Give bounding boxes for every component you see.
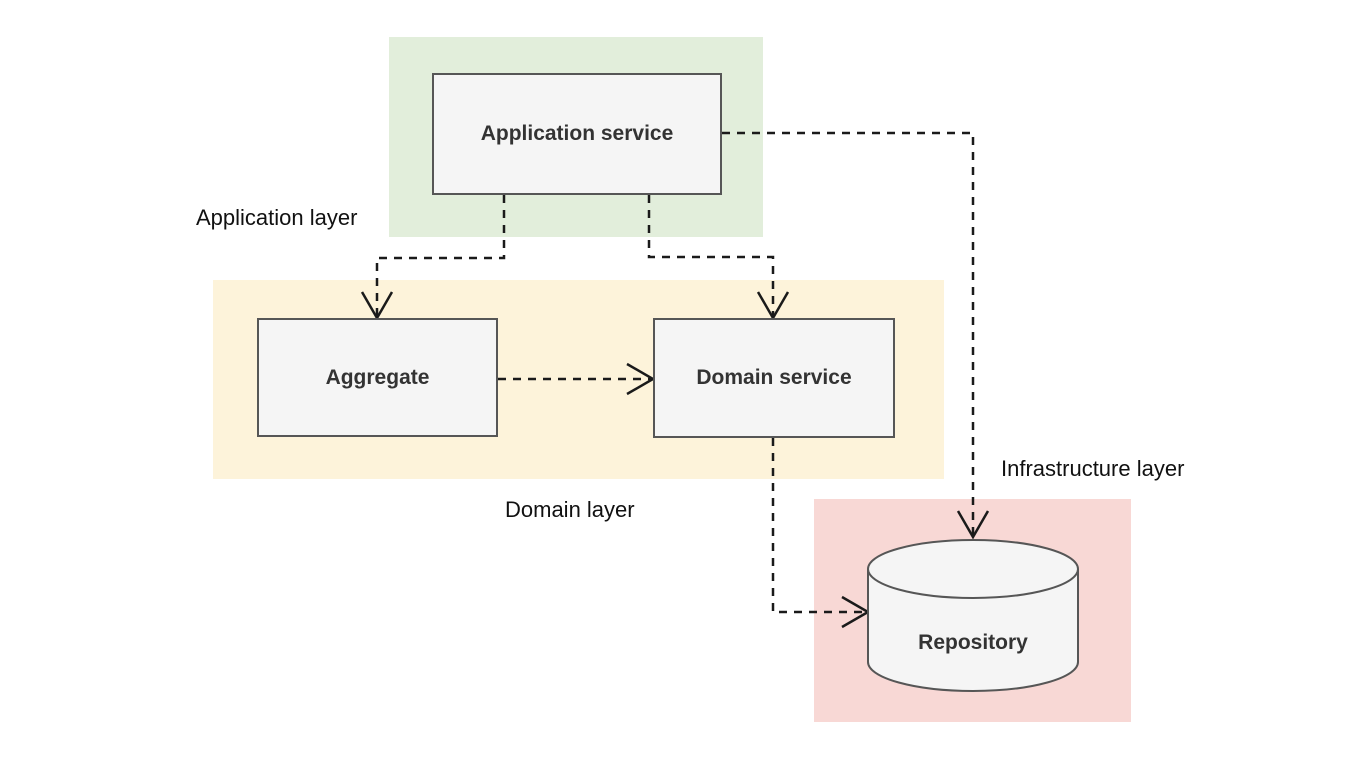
node-application-service: Application service bbox=[432, 73, 722, 195]
node-aggregate: Aggregate bbox=[257, 318, 498, 437]
node-domain-service: Domain service bbox=[653, 318, 895, 438]
node-application-service-label: Application service bbox=[480, 122, 674, 145]
infrastructure-layer-label: Infrastructure layer bbox=[1001, 456, 1185, 481]
node-aggregate-label: Aggregate bbox=[325, 365, 430, 389]
node-domain-service-label: Domain service bbox=[696, 366, 852, 389]
domain-layer-label: Domain layer bbox=[505, 497, 635, 522]
application-layer-label: Application layer bbox=[196, 205, 358, 230]
infrastructure-layer-band bbox=[814, 499, 1131, 722]
